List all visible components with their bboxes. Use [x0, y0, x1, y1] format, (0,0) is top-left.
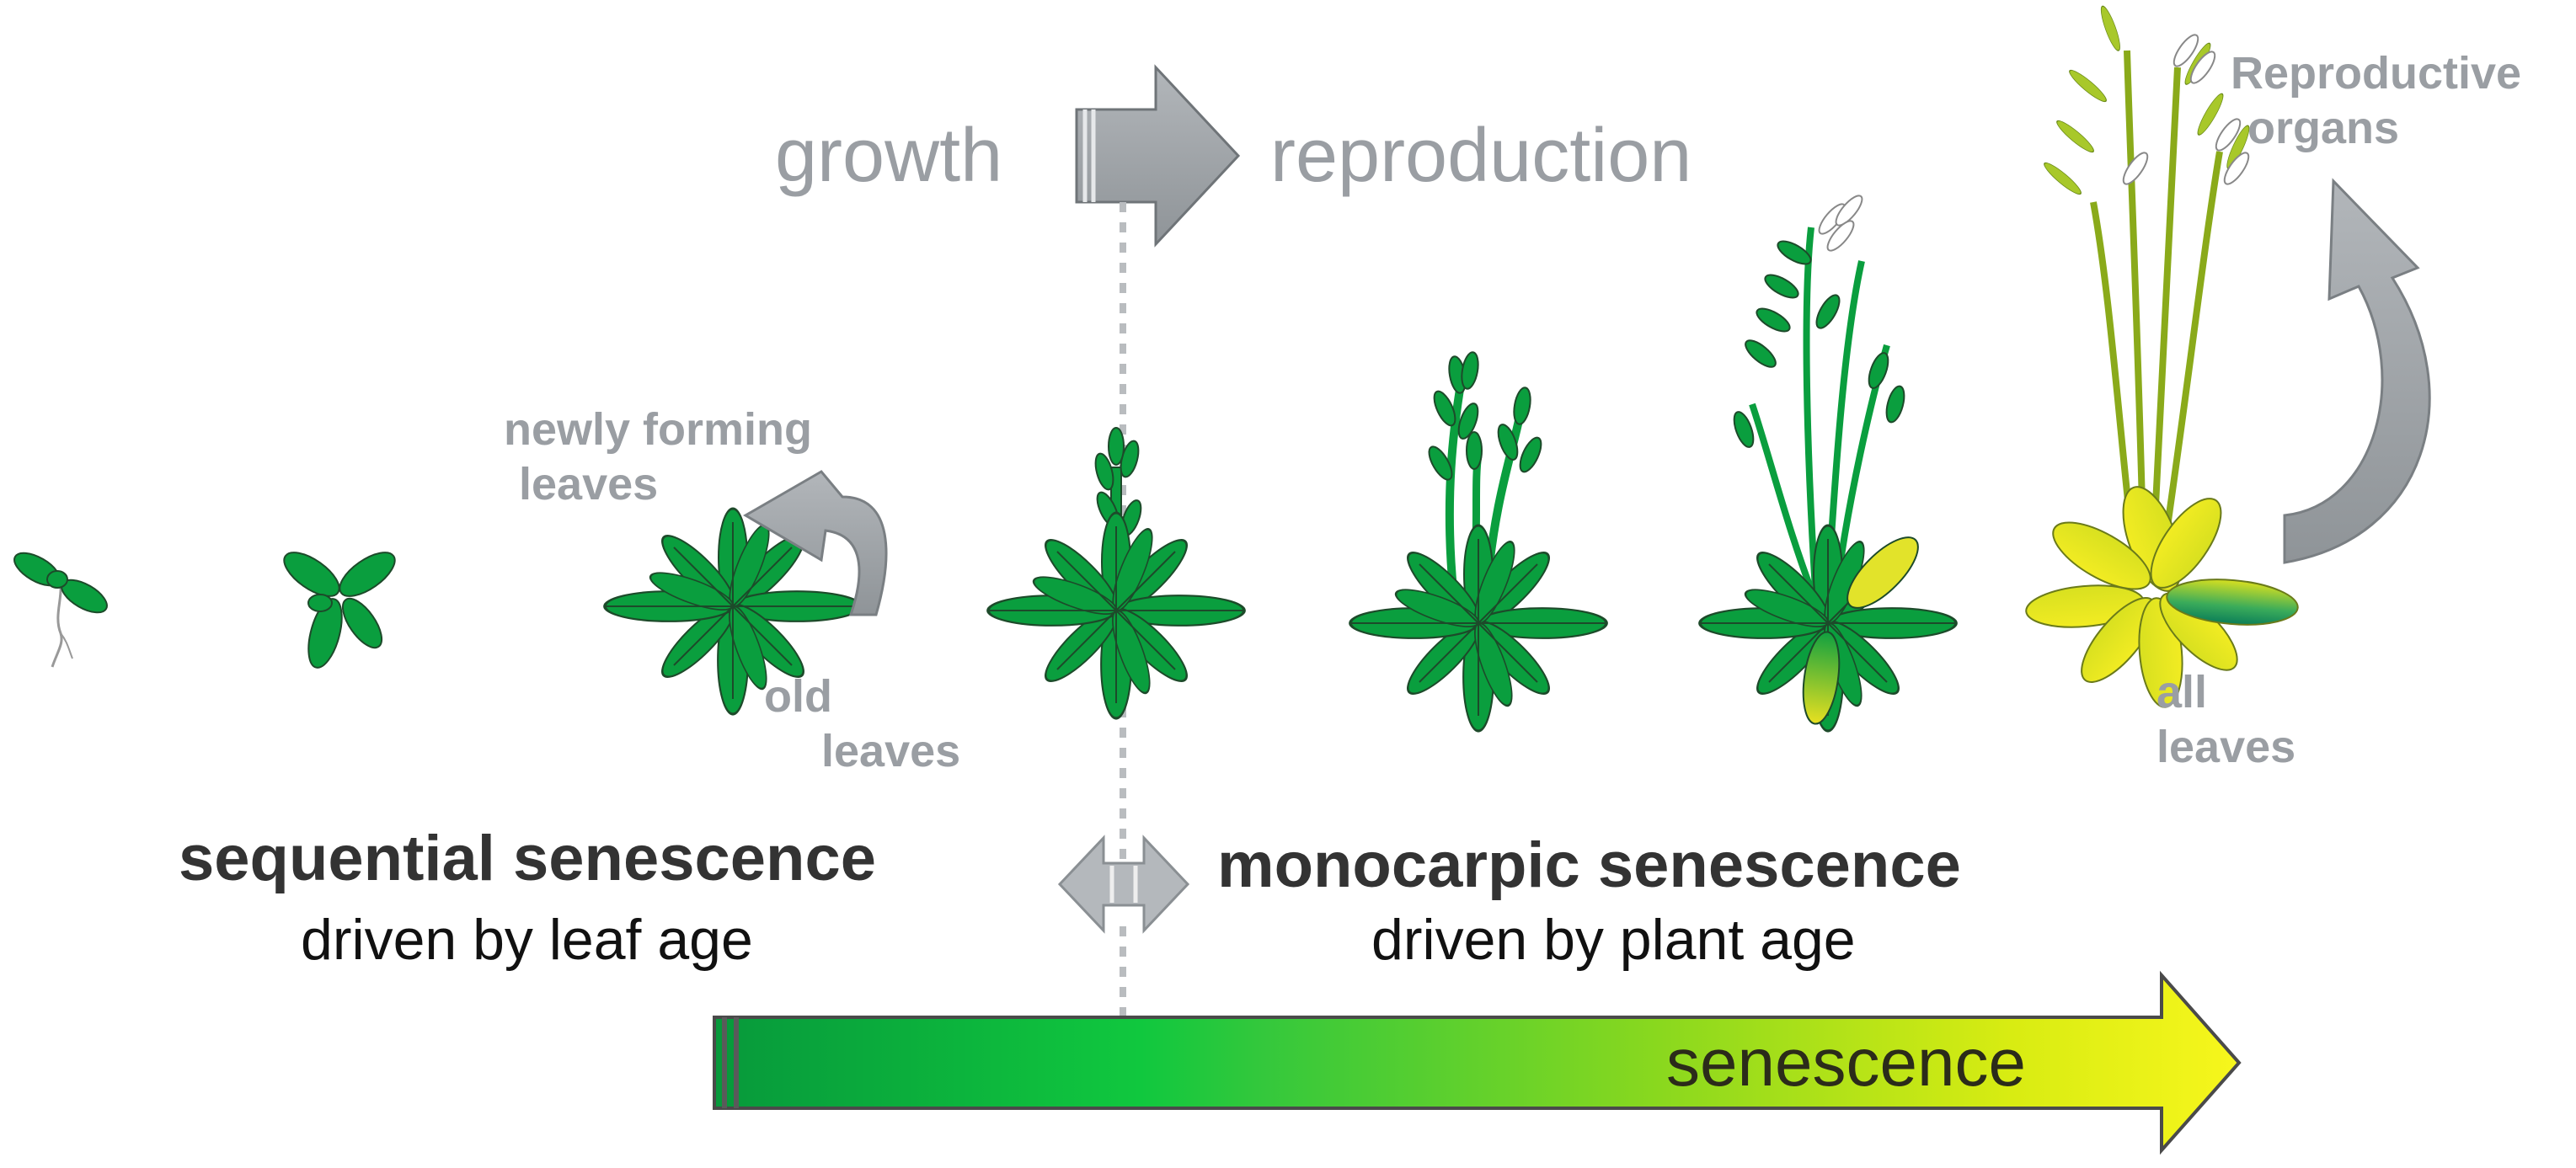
reproductive-organs-label: Reproductive organs: [2231, 48, 2522, 153]
seedling-icon: [13, 552, 108, 668]
all-leaves-label: all leaves: [2156, 667, 2296, 772]
senescence-label: senescence: [1666, 1025, 2026, 1100]
sequential-senescence-subtitle: driven by leaf age: [301, 908, 753, 972]
reproduction-label: reproduction: [1270, 114, 1692, 198]
bolting-plant-icon: [988, 427, 1244, 718]
old-leaves-label: old leaves: [764, 671, 961, 776]
flowering-plant-icon: [1350, 349, 1606, 731]
monocarpic-senescence-title: monocarpic senescence: [1217, 829, 1961, 901]
resource-arrow: [2283, 178, 2431, 564]
newly-forming-leaves-label: newly forming leaves: [504, 404, 813, 509]
sequential-senescence-title: sequential senescence: [179, 823, 876, 894]
monocarpic-senescence-subtitle: driven by plant age: [1371, 908, 1856, 972]
flowering-plant-senescing-icon: [1700, 195, 1956, 731]
mature-plant-senescent-icon: [2025, 3, 2299, 708]
leaf-cycle-arrow: [743, 470, 888, 616]
phase-arrow: [1075, 64, 1241, 248]
senescence-arrow: [713, 970, 2242, 1155]
growth-label: growth: [775, 114, 1003, 198]
double-arrow: [1057, 835, 1190, 934]
young-rosette-icon: [283, 552, 396, 669]
